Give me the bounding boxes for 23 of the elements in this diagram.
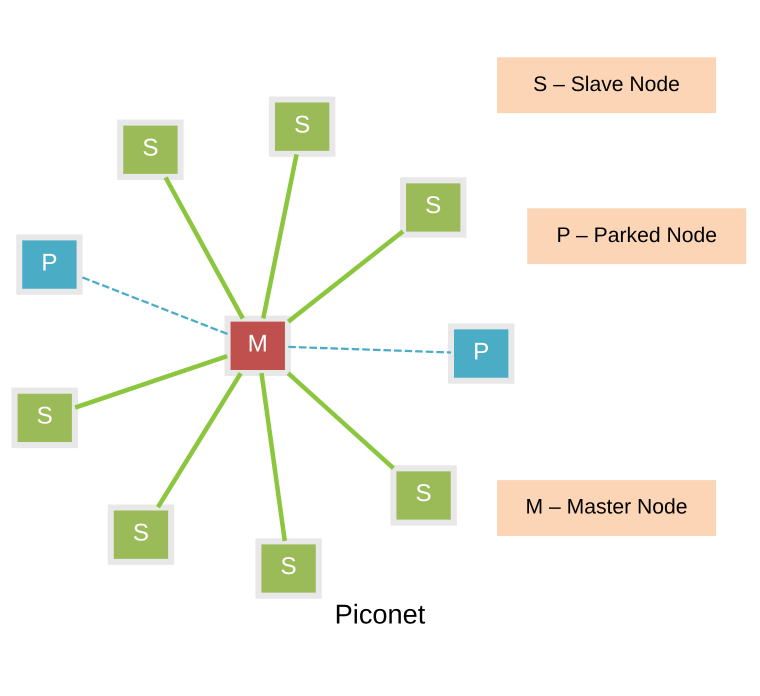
node-box: P [448,323,514,384]
label: P – Parked Node [556,224,717,247]
connector [74,354,228,410]
connector [164,176,245,320]
label: M – Master Node [526,496,688,519]
node-box: S [268,96,336,157]
node-box: M [224,316,291,376]
node-box: S [12,388,78,448]
caption: Piconet [334,598,426,630]
connector [286,230,404,324]
node-box: S [255,538,322,599]
connector [288,346,451,354]
node-box: S [390,465,457,526]
label: S – Slave Node [533,72,680,96]
node-box: S [117,120,184,180]
node-box: S [108,504,174,565]
connector [259,372,287,542]
node-box: S [400,177,466,238]
connector [156,372,243,508]
connector [261,154,299,319]
connector [79,275,228,336]
node-box: P [16,234,83,295]
connector [286,372,395,470]
